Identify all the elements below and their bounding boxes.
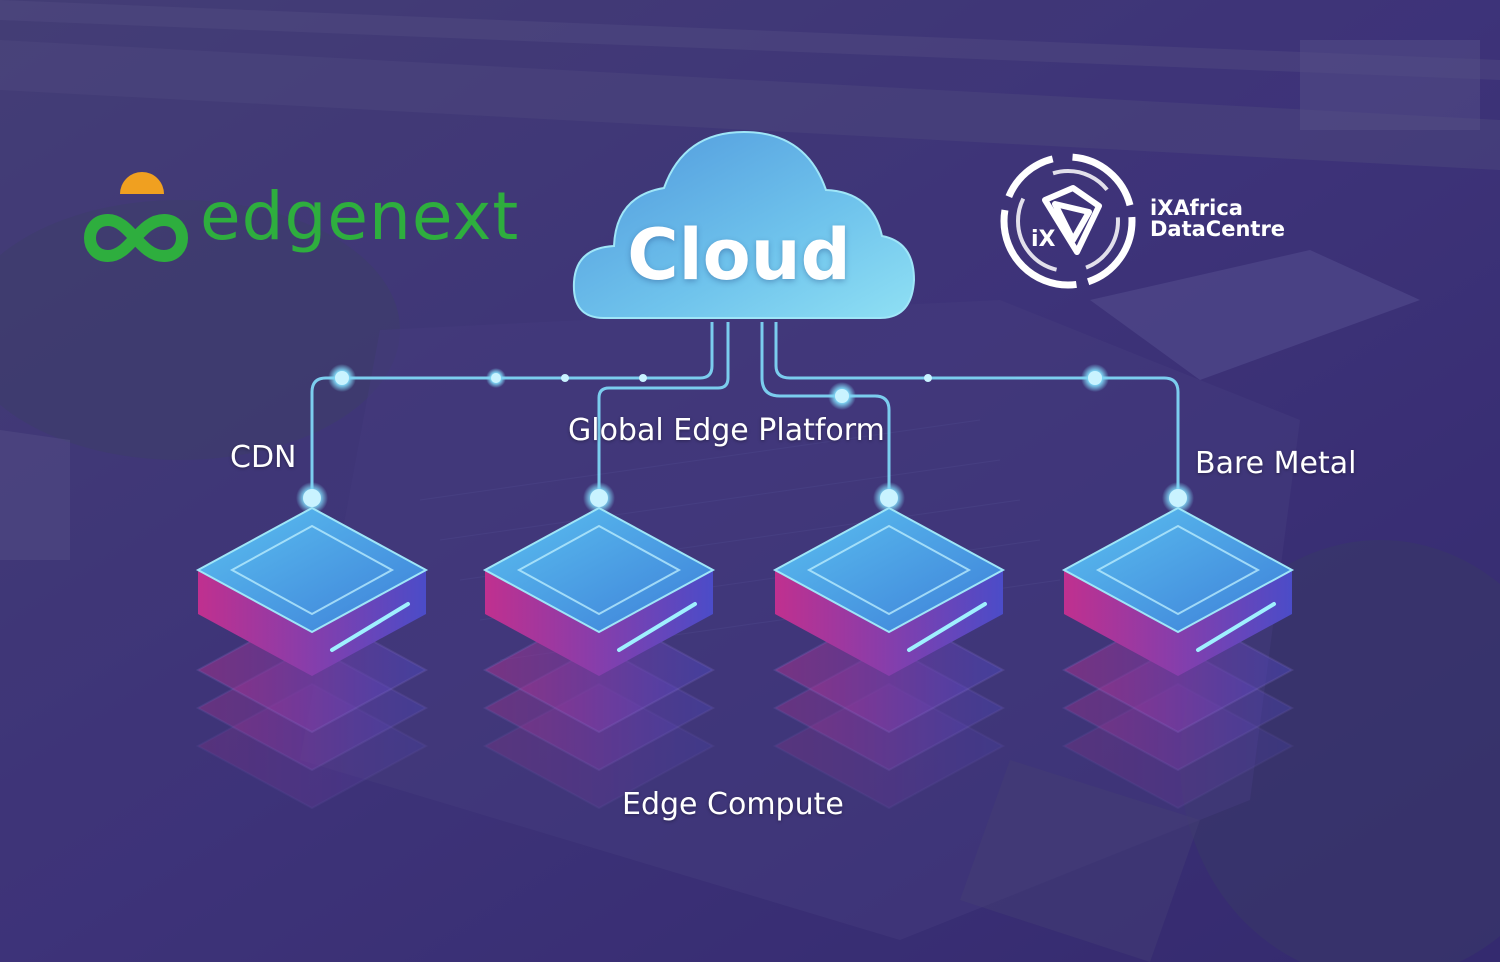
- server-node-bare-metal: [1061, 506, 1295, 810]
- server-top-panel: [229, 524, 395, 616]
- edgenext-wordmark: edgenext: [200, 178, 520, 255]
- edgenext-infinity-logo-icon: [84, 172, 188, 263]
- cloud-icon: [572, 130, 916, 319]
- ixafrica-line1: iXAfrica: [1150, 196, 1243, 220]
- server-light-strip: [330, 602, 410, 652]
- server-top-face: [1061, 506, 1295, 634]
- connection-lines: [310, 322, 1180, 498]
- connector-edge-compute: [760, 322, 891, 498]
- cloud-label: Cloud: [627, 214, 851, 296]
- server-light-strip: [907, 602, 987, 652]
- connection-dots: [296, 364, 1194, 514]
- server-node-cdn: [195, 506, 429, 810]
- connector-cdn: [310, 322, 714, 498]
- label-global-edge-platform: Global Edge Platform: [568, 413, 885, 448]
- label-bare-metal: Bare Metal: [1195, 446, 1357, 481]
- server-top-panel: [516, 524, 682, 616]
- server-top-face: [195, 506, 429, 634]
- connector-global-edge-platform: [597, 322, 730, 498]
- server-node-edge-compute: [772, 506, 1006, 810]
- server-top-panel: [806, 524, 972, 616]
- server-light-strip: [1196, 602, 1276, 652]
- ixafrica-emblem-icon: iX: [1000, 153, 1136, 289]
- ixafrica-line2: DataCentre: [1150, 217, 1286, 241]
- server-top-face: [772, 506, 1006, 634]
- server-top-face: [482, 506, 716, 634]
- server-top-panel: [1095, 524, 1261, 616]
- edgenext-logo: edgenext: [78, 172, 528, 272]
- label-edge-compute: Edge Compute: [622, 787, 844, 822]
- server-light-strip: [617, 602, 697, 652]
- server-node-global-edge-platform: [482, 506, 716, 810]
- ixafrica-wordmark: iXAfrica DataCentre: [1150, 198, 1285, 240]
- label-cdn: CDN: [230, 440, 297, 475]
- ixafrica-badge-text: iX: [1031, 227, 1056, 252]
- connector-bare-metal: [774, 322, 1180, 498]
